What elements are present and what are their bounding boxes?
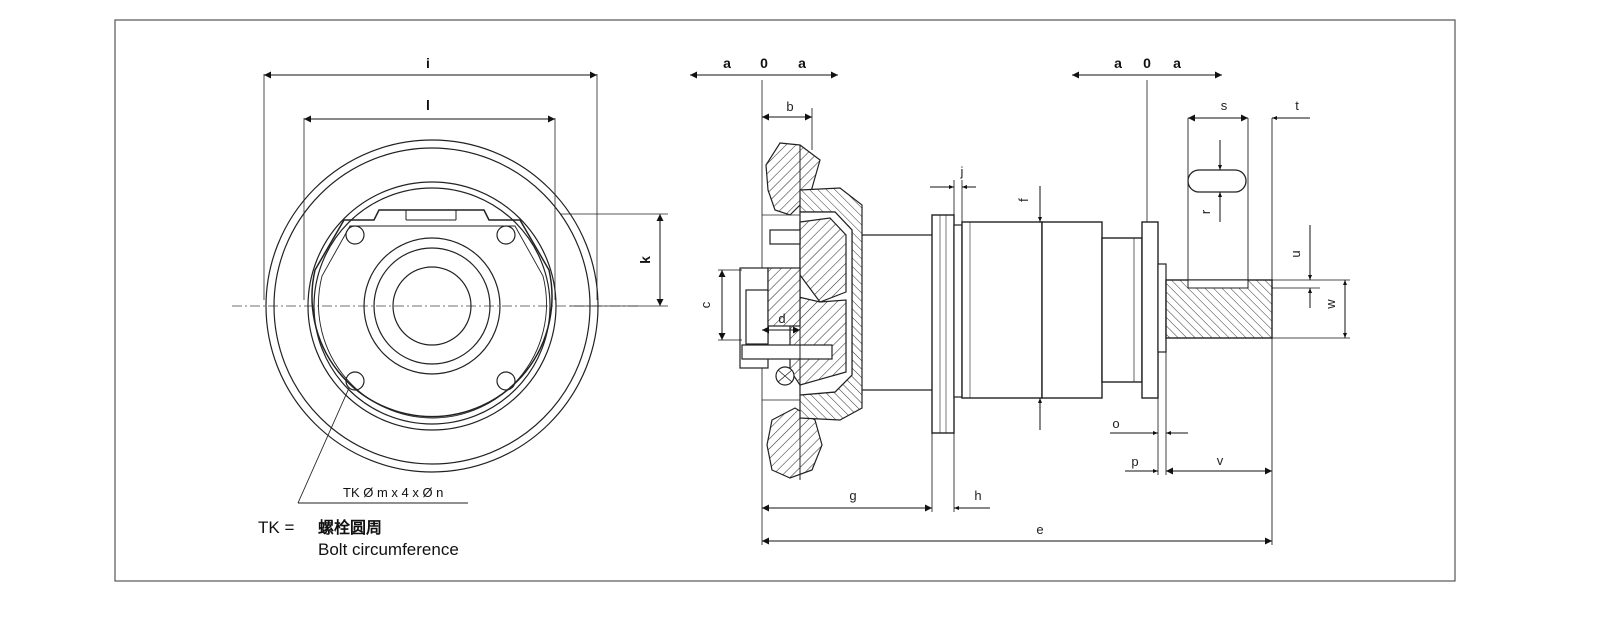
dim-label-s: s bbox=[1221, 98, 1228, 113]
dim-label-c: c bbox=[698, 301, 713, 308]
dim-label-b: b bbox=[786, 99, 793, 114]
dim-label-t: t bbox=[1295, 98, 1299, 113]
side-dimension-lines bbox=[690, 71, 1350, 545]
dim-label-u: u bbox=[1288, 250, 1303, 257]
dim-label-zero-right: 0 bbox=[1143, 55, 1151, 71]
dim-label-a-right-1: a bbox=[1114, 55, 1122, 71]
legend-tk-english: Bolt circumference bbox=[318, 540, 459, 559]
dim-label-a-right-2: a bbox=[1173, 55, 1181, 71]
dim-label-zero-left: 0 bbox=[760, 55, 768, 71]
legend-tk-label: TK = bbox=[258, 518, 294, 537]
dim-label-f: f bbox=[1016, 198, 1031, 202]
dim-label-p: p bbox=[1131, 454, 1138, 469]
dim-label-g: g bbox=[849, 488, 856, 503]
dim-label-k: k bbox=[637, 256, 653, 264]
dim-label-i: i bbox=[426, 55, 430, 71]
dim-label-w: w bbox=[1323, 299, 1338, 310]
bolt-circle-note: TK Ø m x 4 x Ø n bbox=[343, 485, 443, 500]
legend-tk-chinese: 螺栓圆周 bbox=[318, 518, 382, 537]
dim-label-r: r bbox=[1198, 209, 1213, 214]
dim-label-h: h bbox=[974, 488, 981, 503]
drawing-frame bbox=[114, 19, 1456, 582]
dim-label-a-left-2: a bbox=[798, 55, 806, 71]
dim-label-d: d bbox=[778, 311, 785, 326]
front-view bbox=[232, 74, 668, 504]
dim-label-o: o bbox=[1112, 416, 1119, 431]
dim-label-a-left-1: a bbox=[723, 55, 731, 71]
front-dimension-lines bbox=[264, 71, 664, 306]
side-view bbox=[739, 80, 1273, 545]
dim-label-j: j bbox=[960, 164, 964, 179]
dim-label-v: v bbox=[1217, 453, 1224, 468]
dim-label-e: e bbox=[1036, 522, 1043, 537]
dim-label-l: l bbox=[426, 97, 430, 113]
